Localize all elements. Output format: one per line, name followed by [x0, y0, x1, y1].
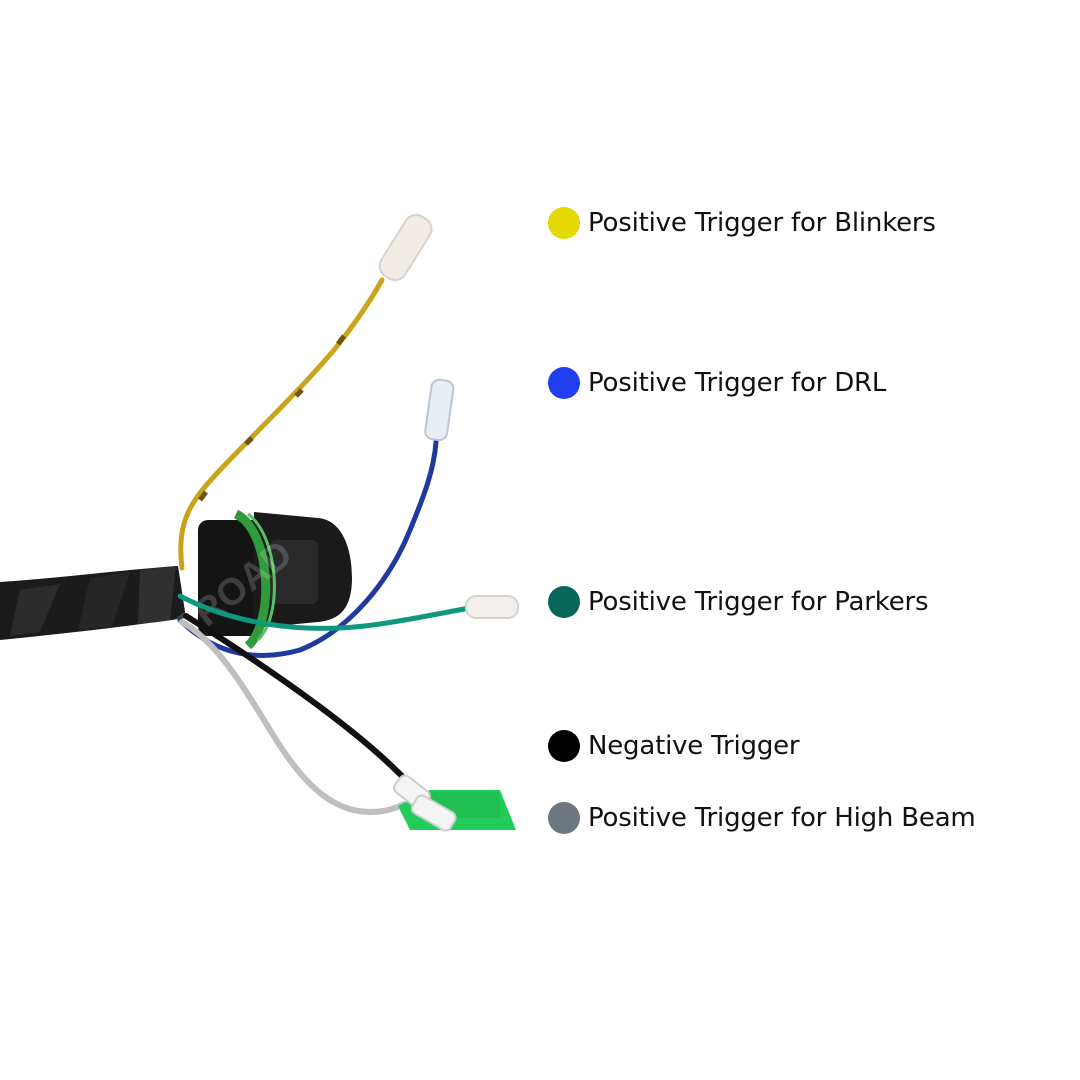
legend-label: Positive Trigger for Parkers: [588, 587, 929, 617]
legend-label: Positive Trigger for DRL: [588, 368, 887, 398]
legend-label: Positive Trigger for Blinkers: [588, 208, 936, 238]
legend-label: Negative Trigger: [588, 731, 800, 761]
legend-dot-teal: [548, 586, 580, 618]
harness-sleeve: [0, 566, 186, 640]
legend-item-parkers: Positive Trigger for Parkers: [548, 585, 929, 619]
blue-wire: [177, 378, 455, 658]
grey-wire: [179, 619, 407, 816]
legend-item-drl: Positive Trigger for DRL: [548, 366, 886, 400]
legend-dot-grey: [548, 802, 580, 834]
legend-label: Positive Trigger for High Beam: [588, 803, 976, 833]
teal-wire: [177, 593, 519, 631]
connector-plug: [198, 509, 352, 650]
yellow-wire: [178, 213, 433, 571]
legend-item-negative: Negative Trigger: [548, 729, 800, 763]
black-wire: [183, 613, 413, 787]
legend-item-high-beam: Positive Trigger for High Beam: [548, 801, 976, 835]
spade-connector: [393, 774, 516, 832]
legend-item-blinkers: Positive Trigger for Blinkers: [548, 206, 936, 240]
legend-dot-blue: [548, 367, 580, 399]
legend-dot-yellow: [548, 207, 580, 239]
legend-dot-black: [548, 730, 580, 762]
